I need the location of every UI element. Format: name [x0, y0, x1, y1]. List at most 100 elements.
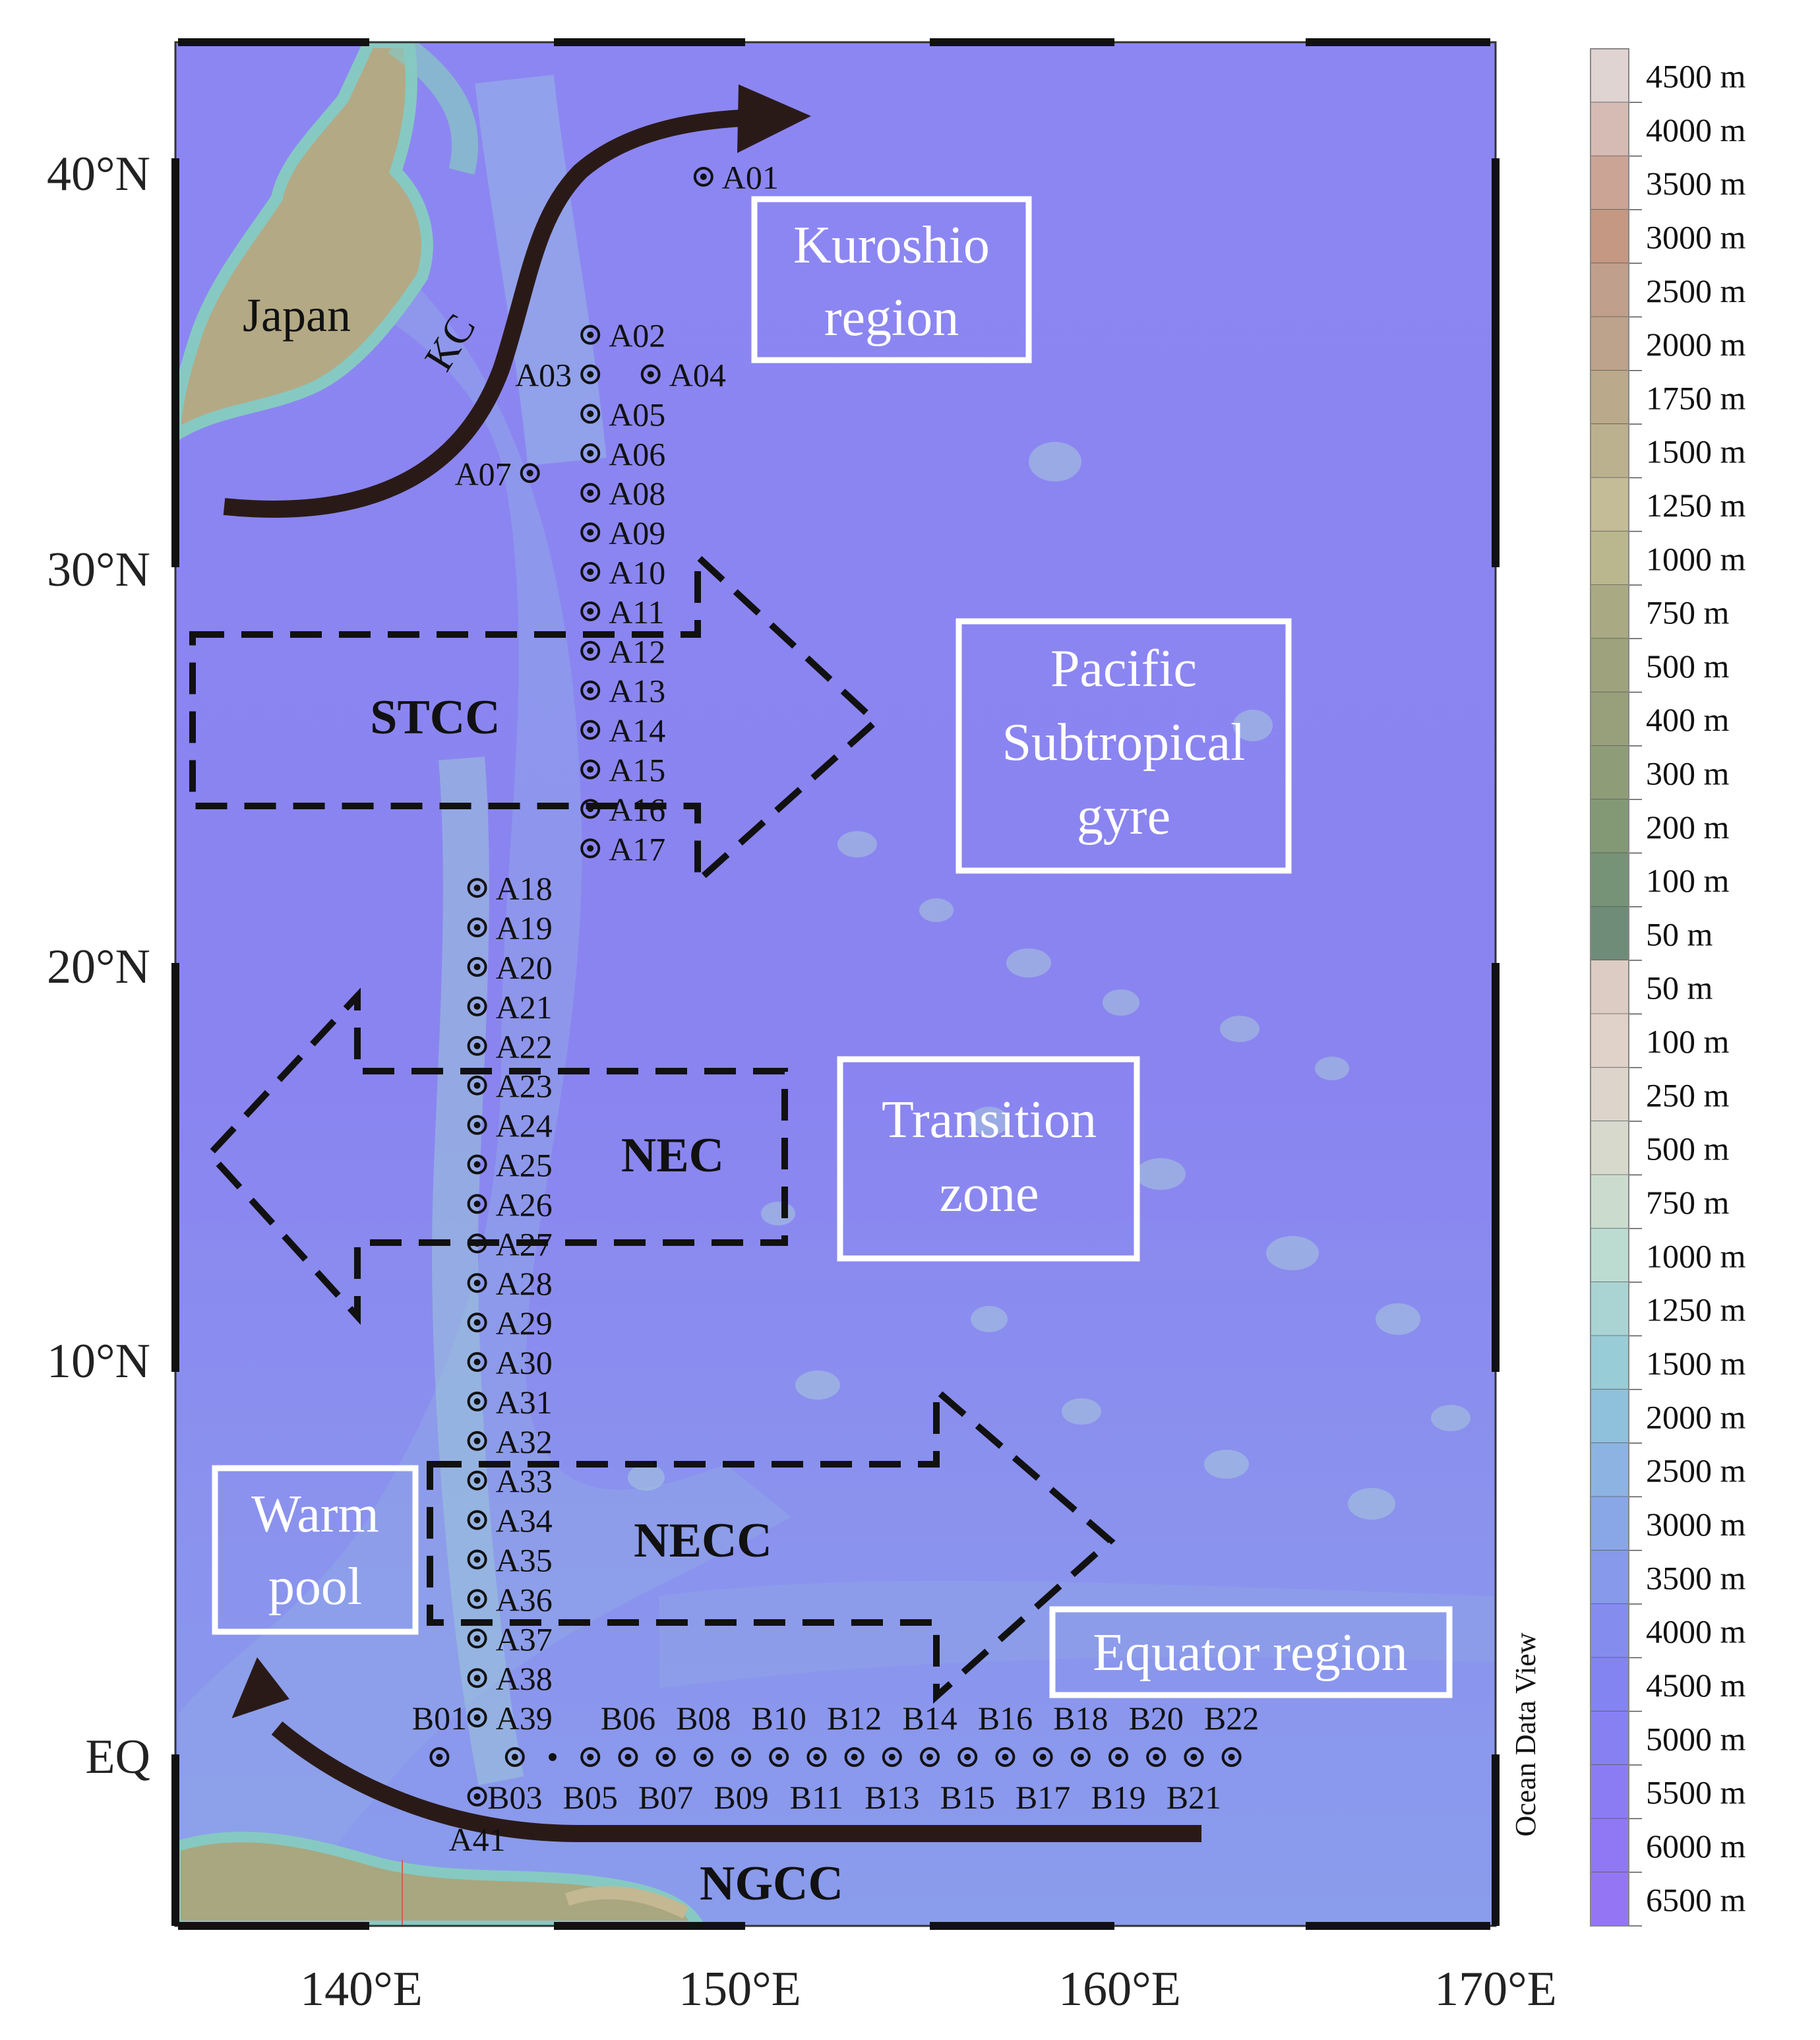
station-dot-a33 [473, 1477, 481, 1484]
station-marker-b22 [1221, 1747, 1242, 1767]
kuroshio-label-2: region [824, 289, 959, 347]
legend-label-land: 1750 m [1646, 379, 1746, 416]
station-marker-a16 [580, 799, 601, 819]
legend-frame [1590, 48, 1629, 1927]
legend-swatch-land [1591, 799, 1629, 854]
legend-swatch-depth [1591, 1818, 1629, 1873]
stcc-label: STCC [370, 691, 500, 745]
warm-pool-box [212, 1465, 419, 1635]
station-marker-b01 [429, 1747, 450, 1767]
station-dot-b13 [888, 1754, 895, 1760]
station-marker-a38 [467, 1668, 487, 1688]
station-label-a10: A10 [609, 554, 665, 591]
frame-bar-top [178, 38, 369, 46]
station-label-b15: B15 [940, 1779, 995, 1816]
subtropical-box [956, 618, 1292, 874]
station-label-a12: A12 [609, 633, 665, 670]
legend-swatch-depth [1591, 1121, 1629, 1176]
station-marker-a31 [467, 1391, 487, 1411]
legend-label-land: 3000 m [1646, 219, 1746, 256]
frame-bar-bottom [178, 1922, 369, 1930]
lat-tick-eq: EQ [85, 1730, 150, 1784]
legend-swatch-depth [1591, 1604, 1629, 1659]
legend-label-land: 400 m [1646, 701, 1730, 738]
station-marker-a04 [640, 364, 661, 385]
legend-swatch-depth [1591, 1228, 1629, 1283]
station-marker-b05 [580, 1747, 601, 1767]
legend-swatch-depth [1591, 1711, 1629, 1766]
legend-label-land: 500 m [1646, 648, 1730, 685]
transition-label-1: Transition [882, 1091, 1097, 1149]
station-marker-a09 [580, 522, 601, 543]
station-marker-b06 [618, 1747, 638, 1767]
station-dot-a34 [473, 1516, 481, 1524]
station-label-b11: B11 [790, 1779, 844, 1816]
legend-label-depth: 4500 m [1646, 1667, 1746, 1704]
frame-bar-left [171, 963, 179, 1372]
legend-label-depth: 1000 m [1646, 1237, 1746, 1274]
kc-arrow [223, 109, 759, 518]
station-label-a08: A08 [609, 475, 665, 512]
station-dot-a26 [473, 1200, 481, 1208]
station-label-b10: B10 [752, 1700, 806, 1737]
ridge-shelf [178, 264, 791, 1926]
station-marker-b17 [1033, 1747, 1053, 1767]
station-marker-a27 [467, 1233, 487, 1254]
station-label-a34: A34 [496, 1502, 553, 1539]
station-label-a41: A41 [449, 1821, 506, 1858]
station-label-a38: A38 [496, 1660, 553, 1697]
station-label-b14: B14 [902, 1700, 957, 1737]
station-dot-a36 [473, 1595, 481, 1603]
station-label-a28: A28 [496, 1265, 553, 1302]
station-label-a19: A19 [496, 910, 553, 946]
station-marker-b03 [504, 1747, 525, 1767]
region-boxes [212, 196, 1453, 1698]
station-marker-a02 [580, 325, 601, 345]
station-label-b18: B18 [1053, 1700, 1108, 1737]
station-marker-a35 [467, 1549, 487, 1570]
station-label-a21: A21 [496, 989, 553, 1026]
lat-tick-40n: 40°N [47, 147, 150, 201]
japan-label: Japan [243, 289, 351, 342]
legend-label-land: 300 m [1646, 755, 1730, 791]
station-label-a33: A33 [496, 1463, 553, 1500]
legend-swatch-depth [1591, 1014, 1629, 1068]
station-label-b21: B21 [1167, 1779, 1221, 1816]
odv-credit: Ocean Data View [1509, 1632, 1542, 1837]
station-dot-a03 [587, 371, 594, 378]
station-marker-b19 [1108, 1747, 1128, 1767]
seamounts [628, 442, 1471, 1520]
frame-bar-bottom [1306, 1922, 1490, 1930]
station-marker-a36 [467, 1589, 487, 1609]
frame-bar-left [171, 158, 179, 567]
station-label-b01: B01 [412, 1700, 467, 1737]
station-dot-a24 [473, 1121, 481, 1128]
japan-shelf [388, 42, 479, 175]
izu-ridge [475, 75, 607, 466]
station-marker-a24 [467, 1115, 487, 1135]
station-dot-a41 [473, 1793, 481, 1800]
station-label-a18: A18 [496, 870, 553, 907]
legend-label-land: 2500 m [1646, 272, 1746, 309]
legend-label-depth: 250 m [1646, 1076, 1730, 1113]
ngcc-arrow-head [231, 1657, 289, 1719]
legend-label-depth: 2500 m [1646, 1452, 1746, 1489]
frame-ticks [171, 38, 1500, 1930]
warm-pool-label-2: pool [268, 1558, 362, 1616]
lon-tick-160e: 160°E [1058, 1962, 1181, 2016]
station-label-b20: B20 [1129, 1700, 1184, 1737]
lon-tick-140e: 140°E [300, 1962, 423, 2016]
legend-label-depth: 2000 m [1646, 1398, 1746, 1435]
station-dot-a18 [473, 884, 481, 892]
kuroshio-box [751, 196, 1032, 363]
legend-swatch-land [1591, 102, 1629, 157]
station-label-a22: A22 [496, 1028, 553, 1065]
station-dot-a21 [473, 1003, 481, 1010]
equator-box [1049, 1606, 1453, 1698]
station-label-a14: A14 [609, 712, 665, 749]
legend-swatch-land [1591, 317, 1629, 371]
station-dot-b22 [1228, 1754, 1235, 1760]
